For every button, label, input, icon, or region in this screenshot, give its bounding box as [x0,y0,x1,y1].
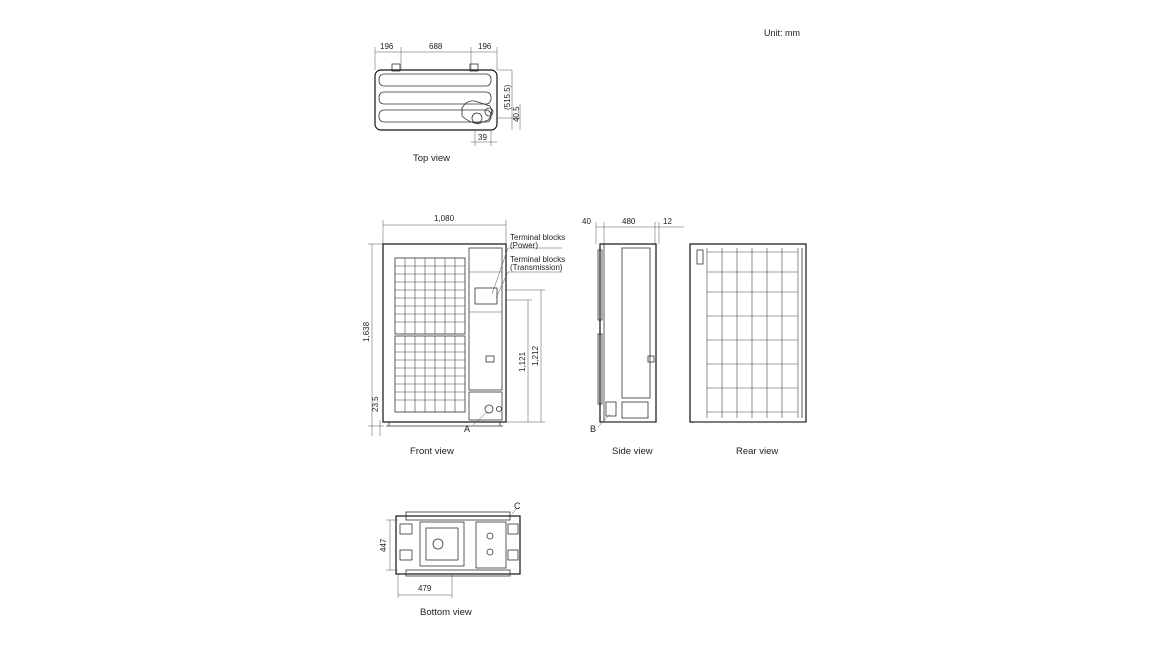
bottom-view: 447 479 C Bottom view [379,501,521,618]
top-dim-bottom: 39 [478,133,487,142]
top-dim-middle: 688 [429,42,443,51]
top-dim-depth: (515.5) [503,84,512,110]
front-dim-h1: 1,121 [518,351,527,372]
marker-c: C [514,501,521,511]
callout-power-line1: Terminal blocks [510,233,565,242]
unit-label: Unit: mm [764,28,800,38]
callout-transmission-line2: (Transmission) [510,263,563,272]
side-view: 40 480 12 B Side view [582,217,684,457]
marker-a: A [464,424,470,434]
top-view: 196 688 196 (515.5) 40.5 39 Top view [374,42,521,164]
bottom-view-caption: Bottom view [420,607,472,618]
front-view-caption: Front view [410,446,454,457]
callout-power-line2: (Power) [510,241,538,250]
front-view: 1,080 1,638 23.5 [362,214,565,457]
side-view-caption: Side view [612,446,653,457]
front-dim-base: 23.5 [371,396,380,412]
marker-b: B [590,424,596,434]
top-dim-offset: 40.5 [512,106,521,122]
front-dim-height: 1,638 [362,321,371,342]
bottom-dim-width: 479 [418,584,432,593]
bottom-dim-depth: 447 [379,538,388,552]
top-dim-right: 196 [478,42,492,51]
callout-transmission-line1: Terminal blocks [510,255,565,264]
rear-view: Rear view [689,243,807,457]
top-view-caption: Top view [413,153,450,164]
front-dim-h2: 1,212 [531,345,540,366]
side-dim-middle: 480 [622,217,636,226]
rear-view-caption: Rear view [736,446,778,457]
side-dim-right: 12 [663,217,672,226]
front-dim-width: 1,080 [434,214,455,223]
side-dim-left: 40 [582,217,591,226]
top-dim-left: 196 [380,42,394,51]
